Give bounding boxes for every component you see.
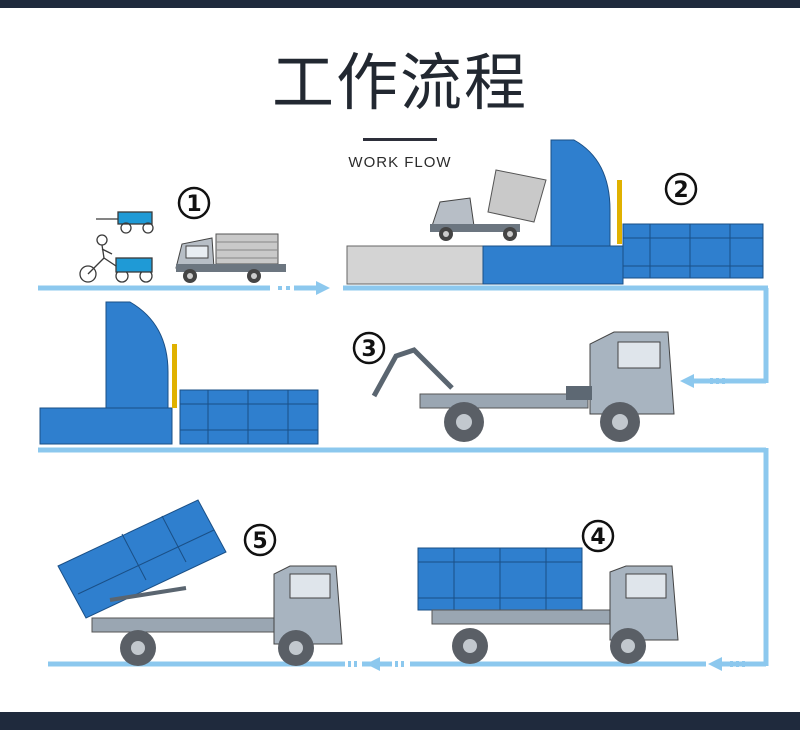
arrowhead-right-1	[316, 281, 330, 295]
hook-truck-step3	[371, 331, 675, 442]
bottom-band	[0, 712, 800, 730]
arrowhead-left-1	[680, 374, 694, 388]
small-truck-step1	[175, 233, 286, 283]
dumping-truck-step5	[57, 499, 343, 666]
title-underline	[363, 138, 437, 141]
step-number-5: 5	[252, 529, 267, 554]
flow-dashes	[348, 378, 745, 667]
arrowhead-left-2	[708, 657, 722, 671]
step-badge-1: 1	[177, 186, 211, 220]
step-badge-2: 2	[664, 172, 698, 206]
top-band	[0, 0, 800, 8]
tipping-truck-step2	[430, 169, 547, 241]
step-number-2: 2	[673, 178, 688, 203]
tricycle-icon	[79, 234, 153, 283]
step-badge-4: 4	[581, 519, 615, 553]
step-number-4: 4	[590, 525, 605, 550]
station-step2	[346, 139, 764, 285]
page-subtitle: WORK FLOW	[348, 154, 452, 171]
step-number-1: 1	[186, 192, 201, 217]
flow-arrowheads	[316, 281, 722, 671]
truck-with-container-step4	[417, 547, 679, 664]
step-number-3: 3	[361, 337, 376, 362]
step-badge-3: 3	[352, 331, 386, 365]
arrowhead-left-3	[366, 657, 380, 671]
hand-cart-icon	[96, 211, 154, 234]
step-badge-5: 5	[243, 523, 277, 557]
station-step3-left	[39, 301, 319, 445]
page-title: 工作流程	[271, 46, 528, 119]
